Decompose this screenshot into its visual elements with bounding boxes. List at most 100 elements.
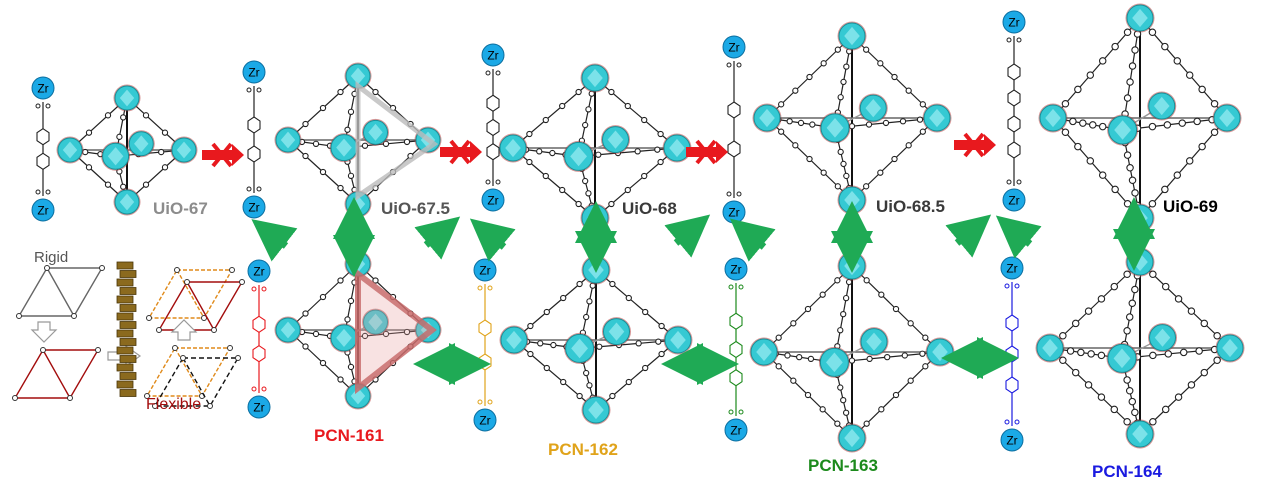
phenyl-ring	[319, 359, 327, 367]
phenyl-ring	[658, 322, 665, 330]
phenyl-ring	[608, 200, 615, 208]
zr-atom: Zr	[1002, 188, 1026, 212]
label-uio-67: UiO-67	[153, 199, 208, 218]
zr-cluster-node	[837, 21, 867, 51]
frameworks	[56, 3, 1245, 453]
zr-cluster-node	[1125, 247, 1155, 277]
phenyl-ring	[312, 330, 320, 338]
zr-cluster-node	[1035, 333, 1065, 363]
phenyl-ring	[820, 60, 827, 67]
zr-cluster-node	[752, 103, 782, 133]
phenyl-ring	[834, 183, 841, 190]
zr-cluster-node	[1212, 103, 1242, 133]
linker-strut	[595, 269, 679, 341]
benzene-ring	[1005, 376, 1019, 394]
phenyl-ring	[843, 172, 850, 180]
phenyl-ring	[575, 200, 582, 208]
benzene-ring	[727, 101, 741, 119]
phenyl-ring	[834, 420, 841, 427]
legend-rigid: Rigid	[34, 249, 69, 266]
phenyl-ring	[899, 118, 907, 125]
zr-atom: Zr	[481, 188, 505, 212]
benzene-ring	[252, 345, 266, 363]
phenyl-ring	[302, 343, 309, 350]
phenyl-ring	[786, 118, 793, 125]
phenyl-ring	[1074, 142, 1082, 151]
arrows	[202, 132, 1155, 385]
phenyl-ring	[1079, 119, 1087, 127]
benzene-ring	[247, 145, 261, 163]
phenyl-ring	[1125, 387, 1134, 395]
phenyl-ring	[907, 320, 914, 327]
phenyl-ring	[840, 397, 847, 404]
linker-strut	[578, 147, 678, 157]
svg-text:Zr: Zr	[730, 424, 741, 438]
rigid-flexible-schematic	[12, 261, 245, 409]
svg-text:Zr: Zr	[487, 194, 498, 208]
svg-text:Zr: Zr	[728, 206, 739, 220]
svg-text:Zr: Zr	[730, 263, 741, 277]
phenyl-ring	[526, 130, 533, 138]
phenyl-ring	[1149, 351, 1157, 360]
phenyl-ring	[1128, 299, 1137, 308]
phenyl-ring	[1131, 408, 1139, 417]
phenyl-ring	[1123, 199, 1132, 208]
phenyl-ring	[361, 142, 369, 149]
zr-atom: Zr	[722, 35, 746, 59]
phenyl-ring	[1148, 122, 1157, 131]
phenyl-ring	[863, 183, 870, 190]
linker-strut	[512, 77, 596, 149]
phenyl-ring	[1123, 94, 1132, 102]
phenyl-ring	[792, 87, 799, 94]
phenyl-ring	[1125, 313, 1134, 321]
phenyl-ring	[1198, 142, 1206, 151]
phenyl-ring	[1200, 319, 1209, 328]
phenyl-ring	[337, 376, 344, 383]
flexible-spring-column	[116, 261, 137, 397]
zr-atom: Zr	[481, 43, 505, 67]
zr-cluster-node	[1215, 333, 1245, 363]
phenyl-ring	[302, 310, 309, 317]
phenyl-ring	[542, 172, 549, 180]
red-blocked-arrow	[202, 142, 244, 168]
framework-pcn-162	[499, 255, 693, 425]
phenyl-ring	[866, 355, 873, 363]
phenyl-ring	[834, 46, 841, 53]
phenyl-ring	[337, 184, 344, 192]
svg-text:Zr: Zr	[1008, 194, 1019, 208]
phenyl-ring	[882, 119, 890, 127]
phenyl-ring	[403, 328, 411, 336]
phenyl-ring	[158, 148, 165, 156]
phenyl-ring	[1123, 417, 1131, 426]
phenyl-ring	[804, 305, 812, 313]
phenyl-ring	[1097, 351, 1106, 360]
phenyl-ring	[586, 298, 593, 305]
zr-cluster-node	[859, 327, 889, 357]
phenyl-ring	[302, 152, 309, 160]
zr-atom: Zr	[724, 257, 748, 281]
zr-atom: Zr	[722, 200, 746, 224]
zr-atom: Zr	[1000, 256, 1024, 280]
phenyl-ring	[582, 177, 589, 185]
zr-cluster-node	[837, 251, 867, 281]
phenyl-ring	[806, 73, 813, 81]
phenyl-ring	[1071, 319, 1080, 328]
svg-text:Zr: Zr	[37, 82, 48, 96]
phenyl-ring	[1097, 393, 1106, 401]
phenyl-ring	[372, 277, 379, 284]
phenyl-ring	[1110, 405, 1119, 414]
phenyl-ring	[819, 291, 826, 298]
phenyl-ring	[1086, 157, 1095, 165]
phenyl-ring	[586, 382, 593, 389]
phenyl-ring	[576, 280, 583, 288]
zr-atom: Zr	[31, 198, 55, 222]
green-arrow	[945, 214, 992, 258]
svg-text:Zr: Zr	[1006, 434, 1017, 448]
phenyl-ring	[837, 384, 844, 391]
phenyl-ring	[344, 126, 351, 133]
svg-text:Zr: Zr	[253, 265, 264, 279]
